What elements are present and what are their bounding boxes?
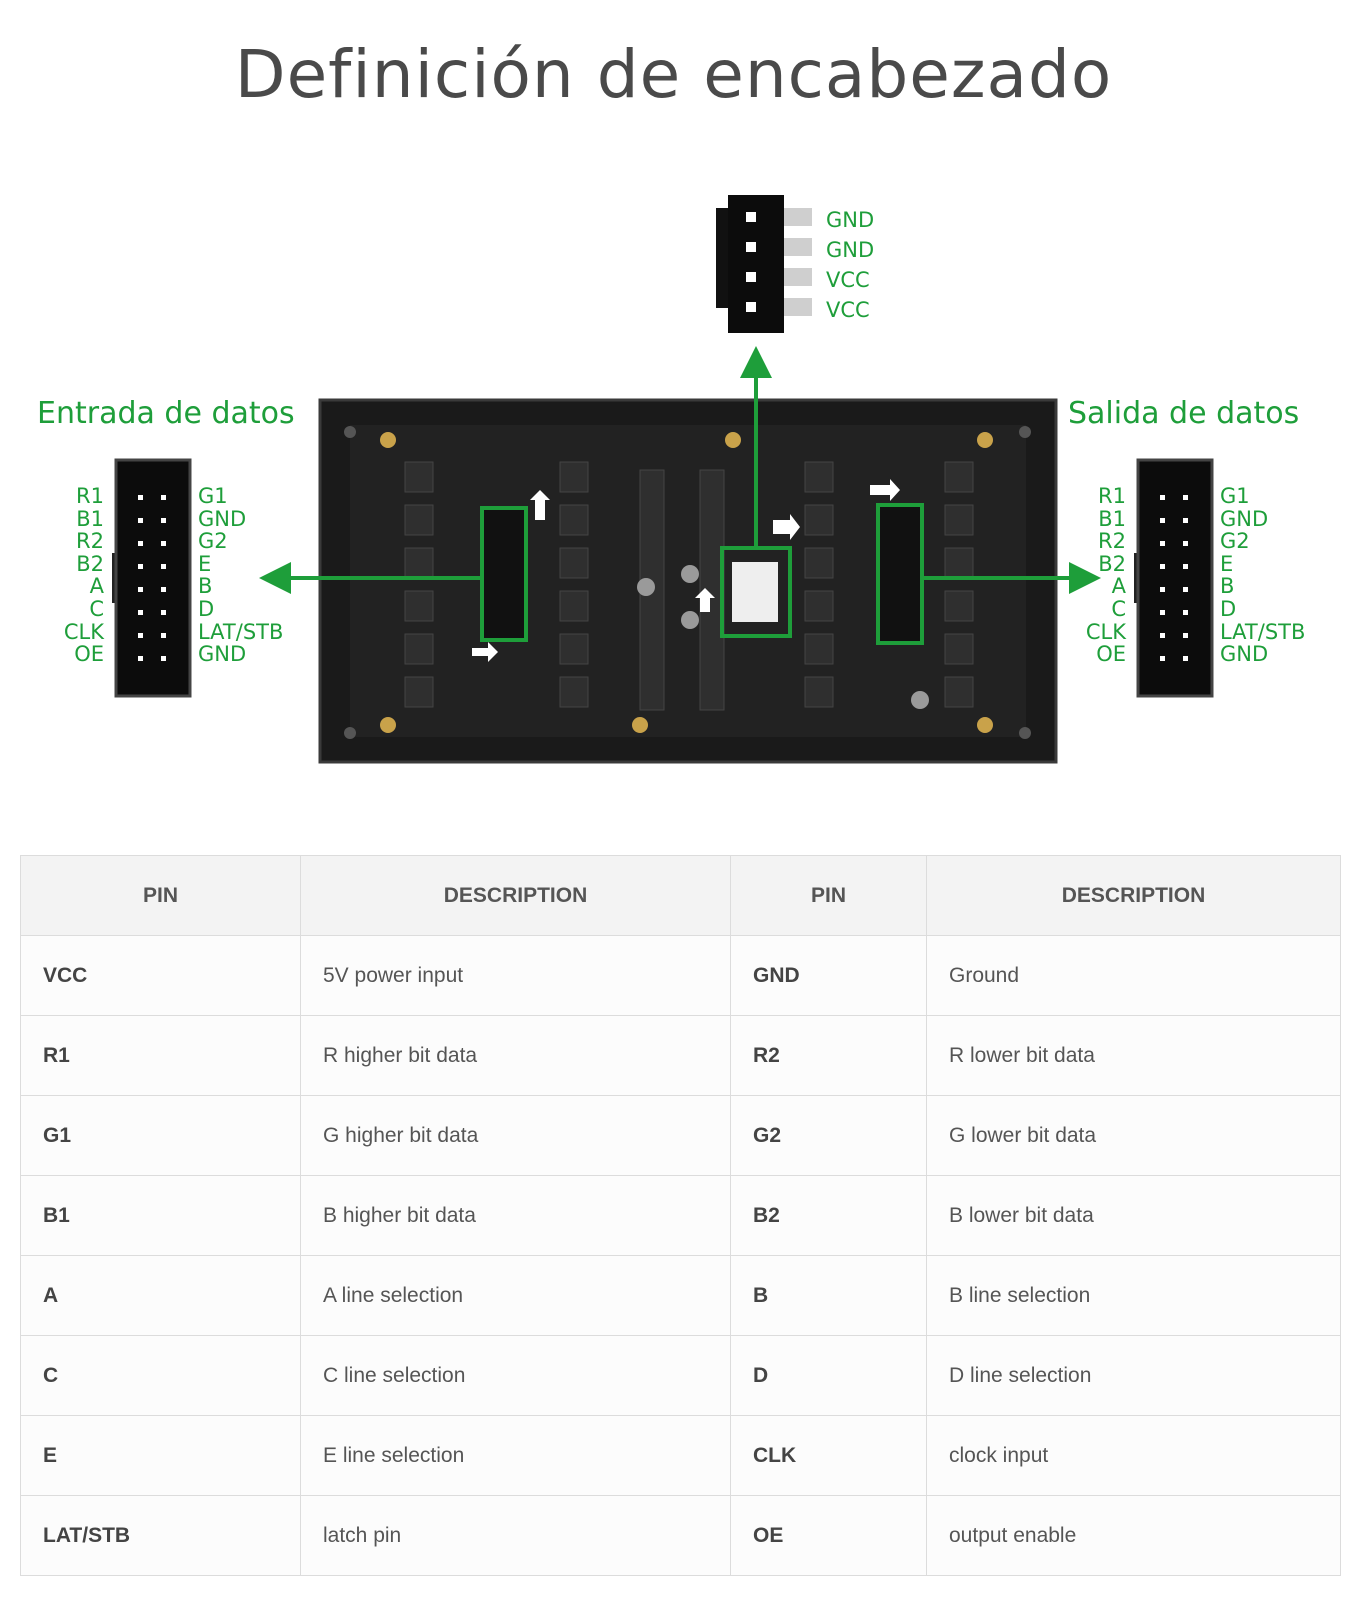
description-cell: B lower bit data bbox=[926, 1175, 1341, 1256]
pin-cell: CLK bbox=[730, 1415, 927, 1496]
pin-label: G2 bbox=[1220, 529, 1250, 554]
description-cell: A line selection bbox=[300, 1255, 731, 1336]
pin-label: OE bbox=[74, 642, 104, 667]
description-cell: C line selection bbox=[300, 1335, 731, 1416]
pin-label: E bbox=[1220, 551, 1234, 576]
pin-cell: R1 bbox=[20, 1015, 301, 1096]
input-hub75-connector bbox=[112, 458, 192, 698]
pin-cell: B bbox=[730, 1255, 927, 1336]
description-cell: E line selection bbox=[300, 1415, 731, 1496]
power-pin-label: VCC bbox=[826, 268, 870, 292]
pin-label: C bbox=[1111, 596, 1126, 621]
power-connector bbox=[716, 195, 812, 333]
pin-label: D bbox=[198, 596, 215, 621]
pin-label: B1 bbox=[1098, 506, 1126, 531]
pin-label: R2 bbox=[76, 529, 104, 554]
table-row: A A line selection B B line selection bbox=[20, 1255, 1341, 1336]
pin-cell: R2 bbox=[730, 1015, 927, 1096]
pin-cell: OE bbox=[730, 1495, 927, 1576]
pin-label: A bbox=[89, 574, 104, 599]
pin-cell: C bbox=[20, 1335, 301, 1416]
output-left-pin-labels: R1 B1 R2 B2 A C CLK OE bbox=[1072, 485, 1126, 666]
pin-cell: B2 bbox=[730, 1175, 927, 1256]
pin-label: D bbox=[1220, 596, 1237, 621]
pin-cell: LAT/STB bbox=[20, 1495, 301, 1576]
input-right-pin-labels: G1 GND G2 E B D LAT/STB GND bbox=[198, 485, 283, 666]
description-cell: clock input bbox=[926, 1415, 1341, 1496]
output-label: Salida de datos bbox=[1068, 396, 1300, 431]
description-cell: R lower bit data bbox=[926, 1015, 1341, 1096]
pin-label: C bbox=[89, 596, 104, 621]
output-hub75-connector bbox=[1134, 458, 1214, 698]
pin-cell: G2 bbox=[730, 1095, 927, 1176]
pin-label: GND bbox=[198, 642, 247, 667]
pin-label: R2 bbox=[1098, 529, 1126, 554]
pin-label: OE bbox=[1096, 642, 1126, 667]
pinout-diagram bbox=[112, 195, 1214, 764]
pin-cell: GND bbox=[730, 935, 927, 1016]
page-title: Definición de encabezado bbox=[234, 36, 1113, 113]
description-cell: D line selection bbox=[926, 1335, 1341, 1416]
pin-label: CLK bbox=[63, 619, 104, 644]
power-pin-labels: GND GND VCC VCC bbox=[826, 205, 874, 325]
column-header: PIN bbox=[20, 855, 301, 936]
pin-cell: E bbox=[20, 1415, 301, 1496]
power-pin-label: GND bbox=[826, 238, 875, 262]
pin-cell: B1 bbox=[20, 1175, 301, 1256]
description-cell: output enable bbox=[926, 1495, 1341, 1576]
description-cell: B line selection bbox=[926, 1255, 1341, 1336]
pin-label: CLK bbox=[1085, 619, 1126, 644]
description-cell: 5V power input bbox=[300, 935, 731, 1016]
pin-label: R1 bbox=[76, 484, 104, 508]
description-cell: B higher bit data bbox=[300, 1175, 731, 1256]
pin-label: LAT/STB bbox=[198, 619, 284, 644]
pin-cell: G1 bbox=[20, 1095, 301, 1176]
pin-cell: A bbox=[20, 1255, 301, 1336]
pin-label: LAT/STB bbox=[1220, 619, 1306, 644]
power-pin-label: VCC bbox=[826, 298, 870, 322]
pin-label: G2 bbox=[198, 529, 228, 554]
table-row: B1 B higher bit data B2 B lower bit data bbox=[20, 1175, 1341, 1256]
input-left-pin-labels: R1 B1 R2 B2 A C CLK OE bbox=[50, 485, 104, 666]
description-cell: latch pin bbox=[300, 1495, 731, 1576]
pin-description-table: PIN DESCRIPTION PIN DESCRIPTION VCC 5V p… bbox=[20, 855, 1341, 1576]
pin-cell: D bbox=[730, 1335, 927, 1416]
pin-label: B1 bbox=[76, 506, 104, 531]
pin-label: B bbox=[1220, 574, 1235, 599]
table-row: C C line selection D D line selection bbox=[20, 1335, 1341, 1416]
pin-cell: VCC bbox=[20, 935, 301, 1016]
description-cell: G higher bit data bbox=[300, 1095, 731, 1176]
pin-label: GND bbox=[1220, 506, 1269, 531]
table-header-row: PIN DESCRIPTION PIN DESCRIPTION bbox=[20, 855, 1341, 936]
table-row: LAT/STB latch pin OE output enable bbox=[20, 1495, 1341, 1576]
output-right-pin-labels: G1 GND G2 E B D LAT/STB GND bbox=[1220, 485, 1305, 666]
table-row: VCC 5V power input GND Ground bbox=[20, 935, 1341, 1016]
column-header: DESCRIPTION bbox=[926, 855, 1341, 936]
table-row: G1 G higher bit data G2 G lower bit data bbox=[20, 1095, 1341, 1176]
input-label: Entrada de datos bbox=[37, 396, 295, 431]
pin-label: GND bbox=[1220, 642, 1269, 667]
power-pin-label: GND bbox=[826, 208, 875, 232]
pin-label: R1 bbox=[1098, 484, 1126, 508]
column-header: DESCRIPTION bbox=[300, 855, 731, 936]
led-panel-board bbox=[318, 398, 1058, 764]
pin-label: G1 bbox=[1220, 484, 1250, 508]
description-cell: Ground bbox=[926, 935, 1341, 1016]
pin-label: A bbox=[1111, 574, 1126, 599]
pin-label: E bbox=[198, 551, 212, 576]
pin-label: B bbox=[198, 574, 213, 599]
pin-label: B2 bbox=[1098, 551, 1126, 576]
column-header: PIN bbox=[730, 855, 927, 936]
description-cell: G lower bit data bbox=[926, 1095, 1341, 1176]
pin-label: B2 bbox=[76, 551, 104, 576]
table-row: R1 R higher bit data R2 R lower bit data bbox=[20, 1015, 1341, 1096]
pin-label: GND bbox=[198, 506, 247, 531]
pin-label: G1 bbox=[198, 484, 228, 508]
table-row: E E line selection CLK clock input bbox=[20, 1415, 1341, 1496]
description-cell: R higher bit data bbox=[300, 1015, 731, 1096]
